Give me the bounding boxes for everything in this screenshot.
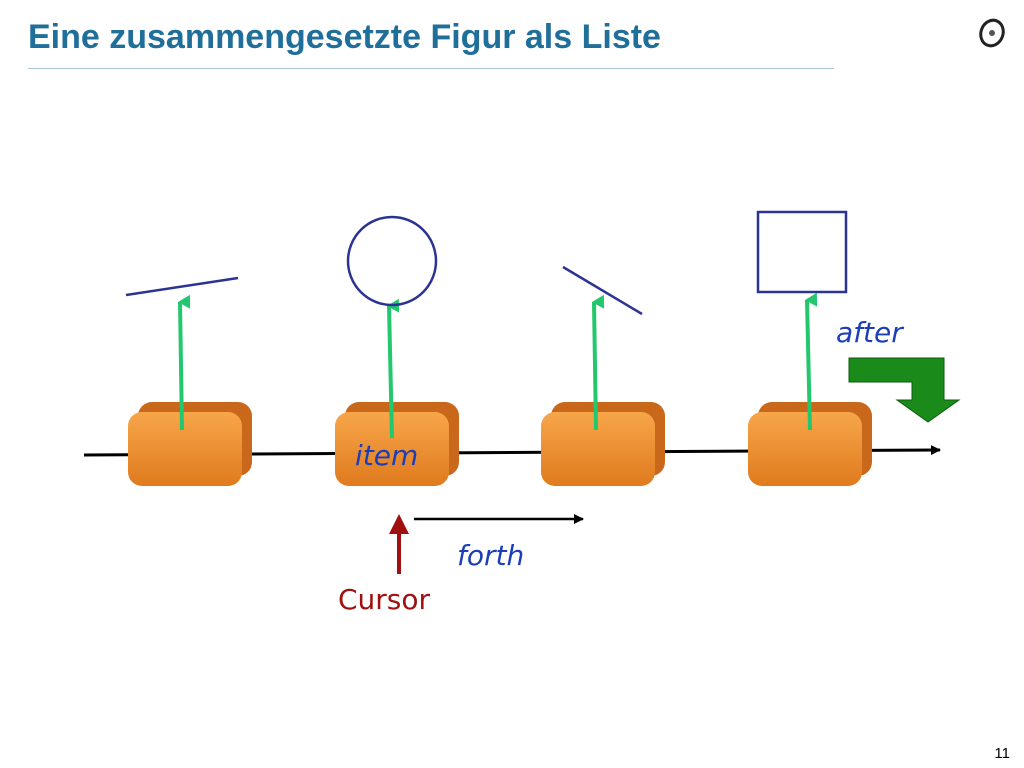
item-reference-arrow-2 bbox=[387, 298, 400, 439]
after-label: after bbox=[836, 316, 904, 349]
cursor-label: Cursor bbox=[338, 583, 431, 616]
title-divider bbox=[28, 68, 834, 69]
cursor-arrow-head-icon bbox=[389, 514, 409, 534]
figure-line-segment-2 bbox=[562, 265, 643, 316]
item-reference-arrow-1 bbox=[178, 294, 191, 431]
item-label: item bbox=[355, 439, 418, 472]
forth-label: forth bbox=[457, 539, 524, 572]
after-arrow-icon bbox=[848, 357, 961, 423]
figure-line-segment-1 bbox=[125, 276, 239, 297]
figure-square bbox=[756, 210, 848, 294]
list-cell-4 bbox=[748, 402, 872, 486]
list-cell-1 bbox=[128, 402, 252, 486]
list-cell-3 bbox=[541, 402, 665, 486]
list-cell-2 bbox=[335, 402, 459, 486]
slide-title: Eine zusammengesetzte Figur als Liste bbox=[28, 18, 661, 56]
item-reference-arrow-4 bbox=[805, 292, 818, 431]
page-number: 11 bbox=[994, 745, 1010, 762]
item-reference-arrow-3 bbox=[592, 294, 605, 431]
figure-circle bbox=[346, 215, 438, 307]
eiffel-logo-icon bbox=[979, 18, 1005, 48]
